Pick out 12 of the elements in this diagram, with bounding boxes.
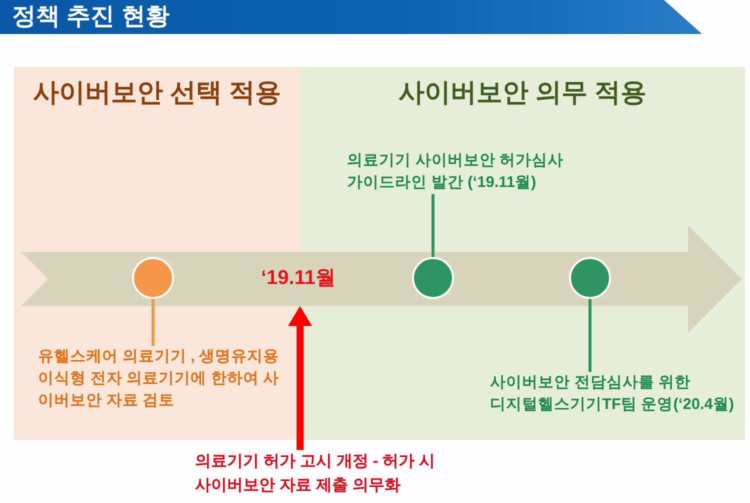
connector-line — [432, 194, 434, 257]
band-heading: 사이버보안 의무 적용 — [398, 76, 647, 108]
milestone-description: 유헬스케어 의료기기 , 생명유지용 이식형 전자 의료기기에 한하여 사이버보안 자료 검토 — [38, 346, 280, 412]
connector-line — [152, 299, 154, 346]
band-heading: 사이버보안 선택 적용 — [32, 76, 282, 108]
milestone-description: 사이버보안 전담심사를 위한 디지털헬스기기TF팀 운영(‘20.4월) — [490, 372, 740, 416]
annotation-text: 의료기기 허가 고시 개정 - 허가 시 사이버보안 자료 제출 의무화 — [195, 450, 457, 498]
title: 정책 추진 현황 — [12, 2, 170, 32]
connector-line — [588, 299, 592, 372]
milestone-description: 의료기기 사이버보안 허가심사 가이드라인 발간 (‘19.11월) — [347, 150, 569, 194]
arrow — [288, 306, 312, 450]
date-label: ‘19.11월 — [261, 266, 336, 291]
